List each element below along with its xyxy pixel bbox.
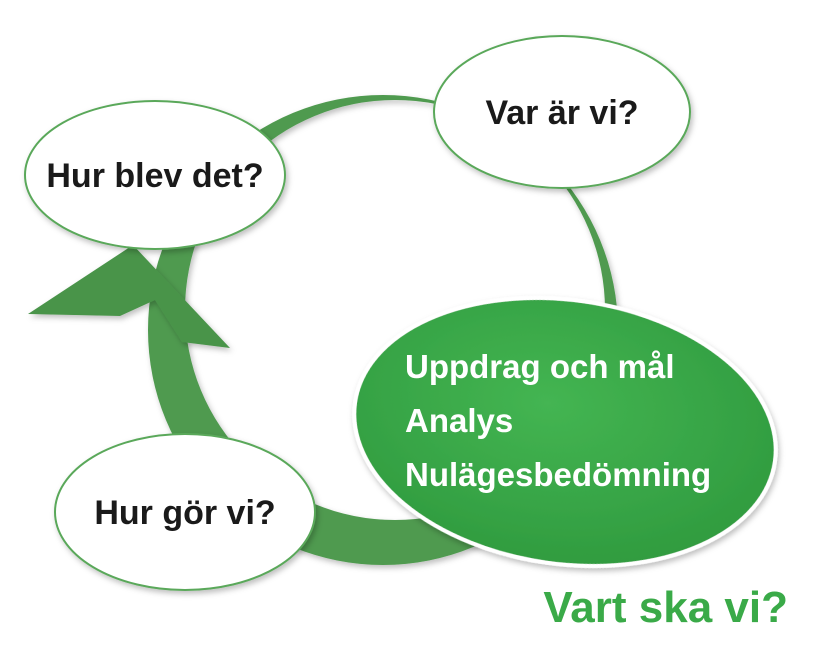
node-hur-blev-det: Hur blev det? bbox=[24, 100, 286, 250]
node-label: Hur gör vi? bbox=[94, 494, 275, 532]
focus-line-3: Nulägesbedömning bbox=[405, 456, 711, 493]
focus-line-1: Uppdrag och mål bbox=[405, 348, 675, 385]
focus-line-2: Analys bbox=[405, 402, 513, 439]
cycle-arrowhead bbox=[28, 245, 230, 348]
node-label: Hur blev det? bbox=[46, 157, 263, 195]
node-focus: Uppdrag och mål Analys Nulägesbedömning bbox=[352, 295, 778, 569]
node-label: Var är vi? bbox=[485, 94, 638, 132]
caption: Vart ska vi? bbox=[543, 583, 788, 632]
node-var-ar-vi: Var är vi? bbox=[433, 35, 691, 189]
node-hur-gor-vi: Hur gör vi? bbox=[54, 433, 316, 591]
